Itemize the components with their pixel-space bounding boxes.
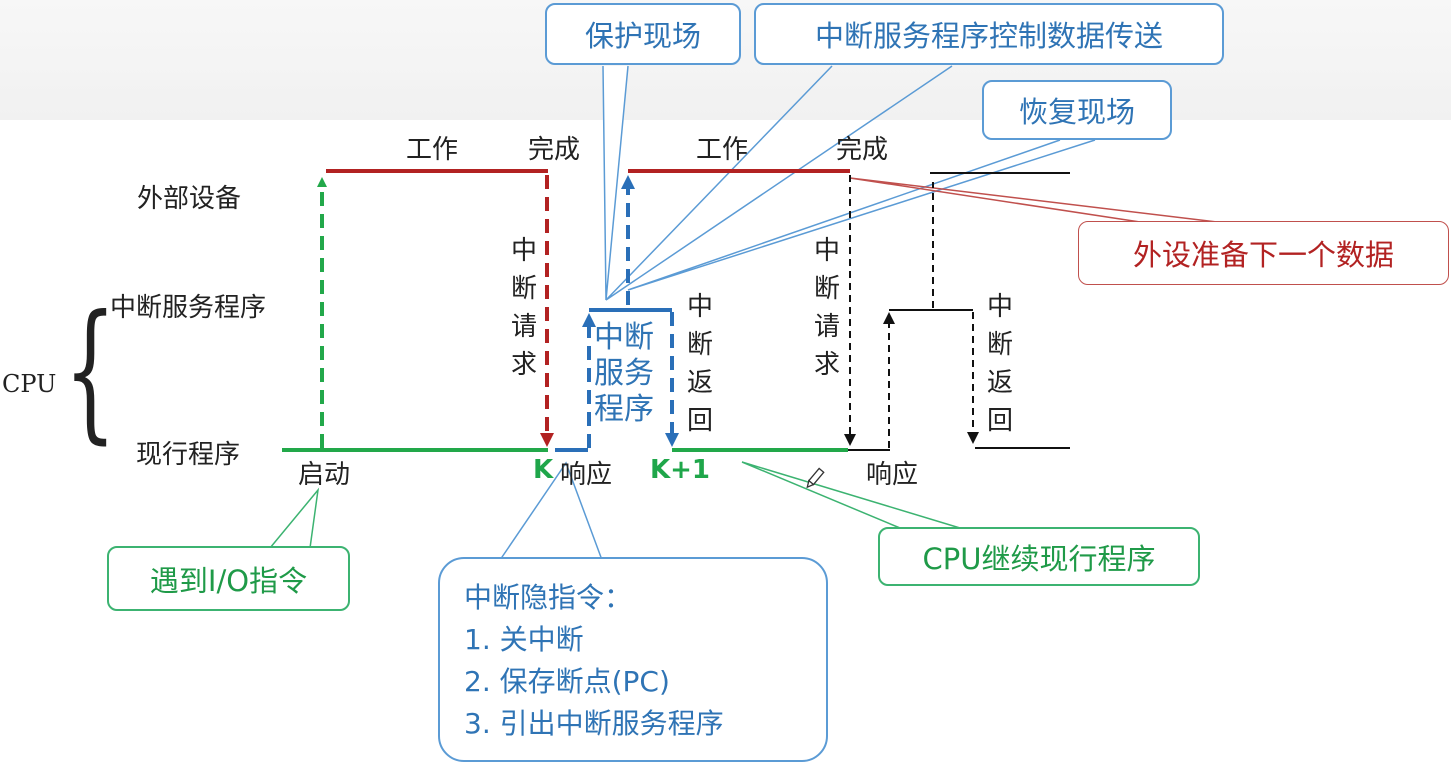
label-work-2: 工作	[696, 135, 749, 165]
hidden-instruction-box: 中断隐指令： 1. 关中断 2. 保存断点(PC) 3. 引出中断服务程序	[438, 557, 828, 762]
callout-isr-data-transfer: 中断服务程序控制数据传送	[754, 3, 1224, 65]
cpu-brace: {	[64, 284, 117, 458]
hidden-instruction-title: 中断隐指令：	[464, 581, 633, 614]
row-label-isr: 中断服务程序	[110, 293, 267, 323]
label-k-plus-1: K+1	[650, 455, 711, 485]
label-start: 启动	[298, 460, 351, 490]
callout-restore-context: 恢复现场	[982, 80, 1172, 140]
row-label-current-program: 现行程序	[136, 440, 241, 470]
callout-io-instruction: 遇到I/O指令	[107, 546, 350, 611]
row-label-cpu: CPU	[2, 370, 57, 398]
label-respond-1: 响应	[560, 460, 613, 490]
label-done-2: 完成	[836, 135, 889, 165]
callout-cpu-continue: CPU继续现行程序	[878, 527, 1200, 586]
hidden-instruction-step-3: 3. 引出中断服务程序	[464, 707, 724, 740]
callout-device-prepare-next: 外设准备下一个数据	[1078, 221, 1449, 285]
label-interrupt-request-1: 中断请求	[510, 236, 537, 380]
label-interrupt-return-2: 中断返回	[986, 292, 1013, 436]
callout-save-context: 保护现场	[545, 3, 741, 65]
hidden-instruction-step-1: 1. 关中断	[464, 623, 584, 656]
label-k: K	[533, 455, 554, 485]
row-label-device: 外部设备	[137, 184, 242, 214]
pencil-icon	[806, 467, 825, 489]
callout-pointers	[269, 65, 1218, 561]
isr-block-label: 中断服务程序	[594, 320, 654, 427]
label-done-1: 完成	[528, 135, 581, 165]
label-interrupt-return-1: 中断返回	[686, 292, 713, 436]
hidden-instruction-step-2: 2. 保存断点(PC)	[464, 665, 670, 698]
label-work-1: 工作	[406, 135, 459, 165]
label-interrupt-request-2: 中断请求	[813, 236, 840, 380]
label-respond-2: 响应	[866, 460, 919, 490]
